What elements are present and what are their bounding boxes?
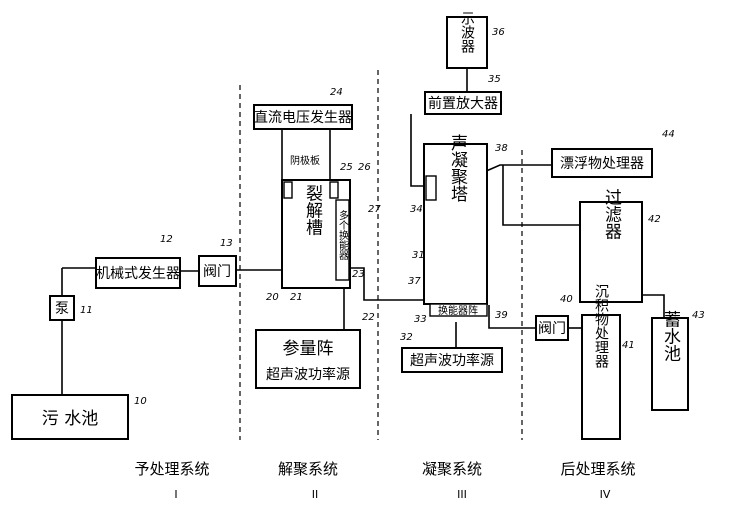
sewage-pool-label: 污 水池 [42,409,98,429]
preamp-block [424,91,502,115]
electrolysis-tank-label: 裂解槽 [302,184,323,235]
sediment-processor-block [581,314,621,440]
ref-39: 39 [495,310,508,321]
valve-1-block [198,255,237,287]
system-numeral-3: III [457,488,467,501]
preamp-label: 前置放大器 [428,95,498,112]
pump-label: 泵 [55,301,69,317]
ref-24: 24 [330,87,343,98]
probe-element [425,175,437,201]
us-power-2-label: 超声波功率源 [410,352,494,369]
param-array-block [255,329,361,389]
reservoir-label: 蓄水池 [660,310,681,361]
ref-31: 31 [412,250,425,261]
ref-26: 26 [358,162,371,173]
system-numeral-4: IV [600,488,611,501]
ref-23: 23 [352,269,365,280]
ref-44: 44 [662,129,675,140]
ref-27: 27 [368,204,381,215]
pump-block [49,295,75,321]
param-array-label: 参量阵 [283,339,334,359]
mech-generator-label: 机械式发生器 [96,266,180,282]
ref-12: 12 [160,234,173,245]
sewage-pool-block [11,394,129,440]
coag-tower-label: 声凝聚塔 [447,134,468,202]
cathode-label: 阴极板 [290,154,320,167]
connection-lines [61,68,665,395]
electrode-right [329,181,339,199]
valve-2-label: 阀门 [538,321,566,337]
sediment-processor-label: 沉积物处理器 [593,284,609,368]
reservoir-block [651,317,689,411]
ref-36: 36 [492,27,505,38]
ref-32: 32 [400,332,413,343]
display-label: 示波器 [459,11,475,53]
ref-37: 37 [408,276,421,287]
filter-label: 过滤器 [601,188,622,239]
floater-processor-label: 漂浮物处理器 [560,156,644,172]
ref-35: 35 [488,74,501,85]
valve-2-block [535,315,569,341]
system-numeral-2: II [312,488,319,501]
ref-20: 20 [266,292,279,303]
transducer-array-block [429,303,488,317]
mech-generator-block [95,257,181,289]
ref-43: 43 [692,310,705,321]
transducer-array-label: 换能器阵 [438,304,478,317]
ref-13: 13 [220,238,233,249]
multi-transducer-label: 多个换能器 [337,209,349,261]
ref-40: 40 [560,294,573,305]
display-block [446,16,488,69]
ref-38: 38 [495,143,508,154]
valve-1-label: 阀门 [203,264,231,280]
us-power-1-label: 超声波功率源 [266,366,350,383]
us-power-2-block [401,347,503,373]
filter-block [579,201,643,303]
system-label-3: 凝聚系统 [422,460,482,478]
ref-25: 25 [340,162,353,173]
ref-22: 22 [362,312,375,323]
ref-10: 10 [134,396,147,407]
ref-41: 41 [622,340,635,351]
dc-generator-label: 直流电压发生器 [254,109,352,126]
system-label-1: 予处理系统 [134,460,209,478]
system-label-2: 解聚系统 [278,460,338,478]
ref-33: 33 [414,314,427,325]
ref-21: 21 [290,292,303,303]
multi-transducer-block [335,199,350,281]
coag-tower-block [423,143,488,305]
system-numeral-1: I [174,488,177,501]
dc-generator-block [253,104,353,130]
electrode-left [283,181,293,199]
ref-11: 11 [80,305,93,316]
floater-processor-block [551,148,653,178]
ref-42: 42 [648,214,661,225]
ref-34: 34 [410,204,423,215]
system-label-4: 后处理系统 [560,460,635,478]
